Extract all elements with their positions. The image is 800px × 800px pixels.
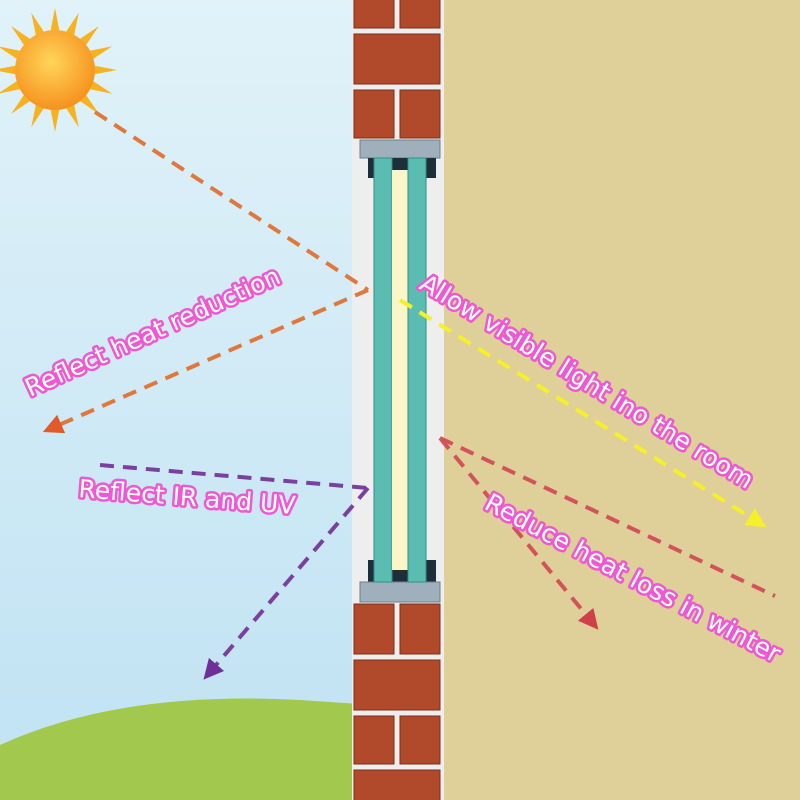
brick-wall-upper bbox=[353, 0, 441, 139]
outdoor-ground bbox=[0, 698, 360, 800]
sun-ray bbox=[66, 12, 79, 35]
outdoor-sky bbox=[0, 0, 360, 800]
glass-pane-inner bbox=[407, 157, 427, 583]
sun-ray bbox=[80, 26, 99, 45]
sun-ray bbox=[50, 8, 60, 31]
sun-ray bbox=[66, 105, 79, 128]
glass-pane-outer bbox=[373, 157, 393, 583]
sun-ray bbox=[31, 12, 44, 35]
sun-ray bbox=[90, 46, 113, 59]
insulating-gap bbox=[392, 170, 408, 570]
brick-wall-lower bbox=[353, 603, 441, 800]
heat-loss-ray-long bbox=[439, 436, 776, 598]
sun-ray bbox=[31, 105, 44, 128]
reflected-heat-arrow bbox=[42, 288, 369, 434]
indoor-room bbox=[440, 0, 800, 800]
sun-ray bbox=[50, 109, 60, 132]
sun-ray bbox=[90, 81, 113, 94]
sun-ray bbox=[94, 65, 117, 75]
sun-icon bbox=[0, 8, 117, 132]
sun-ray bbox=[0, 46, 20, 59]
ir-uv-reflected-arrow bbox=[203, 486, 370, 680]
visible-light-arrow bbox=[398, 298, 767, 528]
double-glazed-window bbox=[359, 139, 441, 603]
heat-loss-arrow bbox=[438, 436, 599, 630]
sun-ray bbox=[11, 26, 30, 45]
sun-incoming-ray bbox=[93, 110, 370, 292]
sun-ray bbox=[0, 65, 16, 75]
sun-ray bbox=[0, 81, 20, 94]
sun-ray bbox=[80, 95, 99, 114]
sun-ray bbox=[11, 95, 30, 114]
